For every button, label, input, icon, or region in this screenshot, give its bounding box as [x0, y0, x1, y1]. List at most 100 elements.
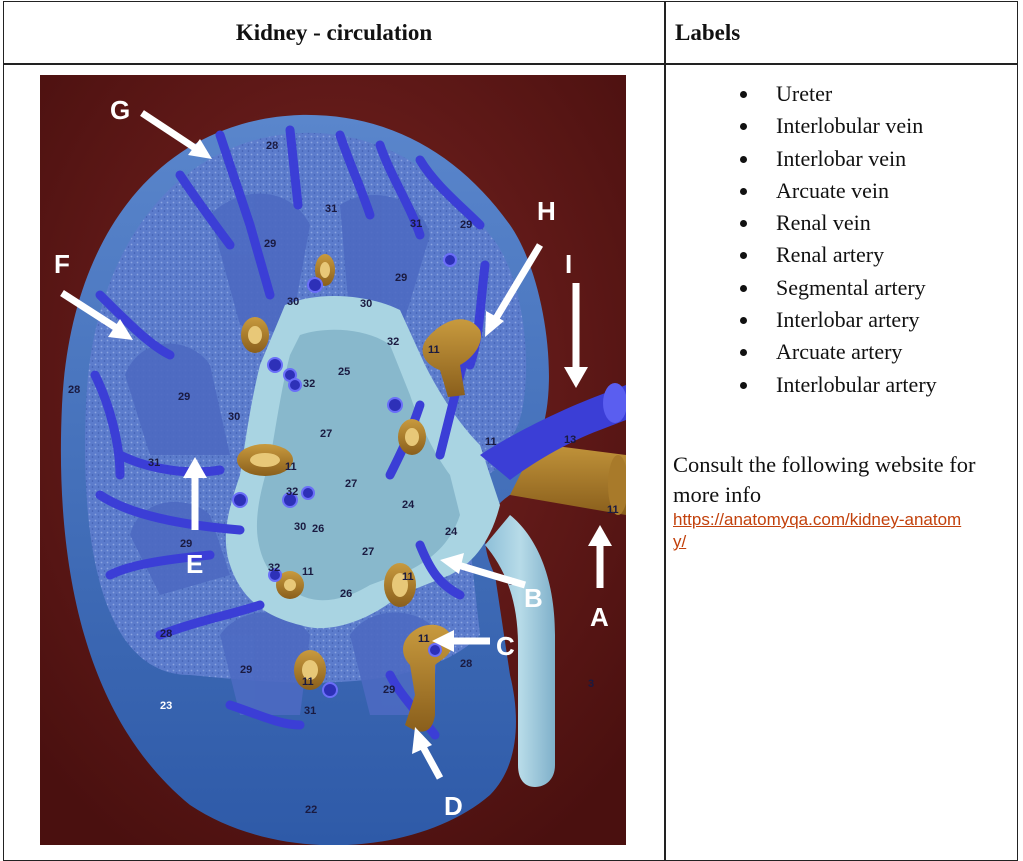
figure-number: 28 [266, 140, 278, 152]
figure-number: 11 [302, 676, 314, 688]
figure-number: 32 [286, 486, 298, 498]
header-kidney-circulation: Kidney - circulation [235, 19, 433, 45]
label-f: F [54, 249, 70, 279]
label-d: D [444, 791, 463, 821]
figure-number: 23 [160, 700, 172, 712]
bullet-icon [740, 123, 747, 131]
figure-number: 29 [178, 391, 190, 403]
consult-text: Consult the following website for more i… [673, 452, 976, 507]
label-a: A [590, 602, 609, 632]
bullet-icon [740, 252, 747, 260]
renal-vein-opening [603, 383, 626, 423]
figure-number: 24 [445, 526, 458, 538]
figure-number: 25 [338, 366, 350, 378]
label-text: Arcuate artery [776, 339, 903, 365]
figure-number: 24 [402, 499, 415, 511]
labels-list: Ureter Interlobular vein Interlobar vein… [740, 78, 937, 401]
figure-number: 11 [485, 436, 497, 448]
figure-number: 26 [340, 588, 352, 600]
label-e: E [186, 549, 203, 579]
figure-number: 29 [460, 219, 472, 231]
figure-number: 30 [228, 411, 240, 423]
label-item: Renal vein [740, 207, 937, 239]
pointer-arrows [60, 110, 612, 780]
figure-number: 13 [564, 434, 576, 446]
figure-number: 32 [268, 562, 280, 574]
bullet-icon [740, 220, 747, 228]
label-b: B [524, 583, 543, 613]
figure-number: 30 [294, 521, 306, 533]
figure-number: 29 [264, 238, 276, 250]
figure-number: 11 [418, 633, 430, 645]
figure-number: 32 [387, 336, 399, 348]
figure-number: 31 [304, 705, 316, 717]
kidney-circulation-figure: 28 29 28 28 28 29 29 29 29 29 29 30 30 3… [40, 75, 626, 845]
figure-number: 29 [395, 272, 407, 284]
vessel-cross-sections [237, 254, 426, 690]
figure-number: 29 [180, 538, 192, 550]
bullet-icon [740, 91, 747, 98]
label-text: Interlobar vein [776, 145, 907, 171]
label-item: Interlobular vein [740, 110, 937, 142]
label-text: Ureter [776, 81, 833, 106]
figure-number: 30 [287, 296, 299, 308]
figure-number: 27 [320, 428, 332, 440]
figure-number: 11 [402, 571, 414, 583]
label-item: Interlobar vein [740, 143, 937, 175]
ureter [485, 515, 555, 787]
bullet-icon [740, 155, 747, 163]
figure-number: 29 [240, 664, 252, 676]
label-text: Segmental artery [776, 274, 926, 300]
header-labels: Labels [675, 19, 741, 45]
bullet-icon [740, 381, 747, 389]
label-item: Ureter [740, 78, 937, 110]
renal-sinus-shading [256, 329, 460, 601]
bullet-icon [740, 187, 747, 195]
renal-vein [480, 385, 626, 480]
figure-number: 27 [345, 478, 357, 490]
figure-number: 11 [302, 566, 314, 578]
figure-number: 27 [362, 546, 374, 558]
label-text: Interlobular vein [776, 113, 924, 139]
label-text: Renal vein [776, 210, 871, 236]
label-item: Arcuate vein [740, 175, 937, 207]
bullet-icon [740, 317, 747, 325]
small-vessel-rings [232, 253, 457, 698]
label-g: G [110, 95, 130, 125]
label-item: Segmental artery [740, 272, 937, 304]
figure-number: 32 [303, 378, 315, 390]
label-text: Arcuate vein [776, 177, 889, 203]
figure-number: 26 [312, 523, 324, 535]
label-item: Renal artery [740, 239, 937, 271]
figure-number: 11 [607, 504, 619, 516]
figure-number: 3 [588, 678, 594, 690]
label-item: Arcuate artery [740, 336, 937, 368]
figure-number: 11 [285, 461, 297, 473]
figure-number: 31 [325, 203, 337, 215]
figure-number: 31 [148, 457, 160, 469]
structure-numbers: 28 29 28 28 28 29 29 29 29 29 29 30 30 3… [68, 140, 619, 816]
bullet-icon [740, 349, 747, 357]
label-text: Interlobular artery [776, 371, 937, 397]
header-divider [4, 63, 1017, 65]
label-h: H [537, 196, 556, 226]
figure-number: 28 [460, 658, 472, 670]
figure-number: 22 [305, 804, 317, 816]
label-item: Interlobular artery [740, 369, 937, 401]
anatomy-website-link[interactable]: https://anatomyqa.com/kidney-anatomy/ [673, 510, 962, 551]
label-item: Interlobar artery [740, 304, 937, 336]
figure-number: 11 [428, 344, 440, 356]
label-text: Renal artery [776, 242, 885, 268]
column-divider [664, 2, 666, 860]
figure-number: 30 [360, 298, 372, 310]
bullet-icon [740, 284, 747, 292]
label-text: Interlobar artery [776, 307, 920, 333]
label-i: I [565, 249, 572, 279]
figure-number: 31 [410, 218, 422, 230]
label-c: C [496, 631, 515, 661]
figure-number: 28 [160, 628, 172, 640]
renal-artery-opening [608, 455, 626, 515]
figure-number: 28 [68, 384, 80, 396]
figure-number: 29 [383, 684, 395, 696]
letter-labels: G F H I E B C D A [54, 95, 609, 821]
